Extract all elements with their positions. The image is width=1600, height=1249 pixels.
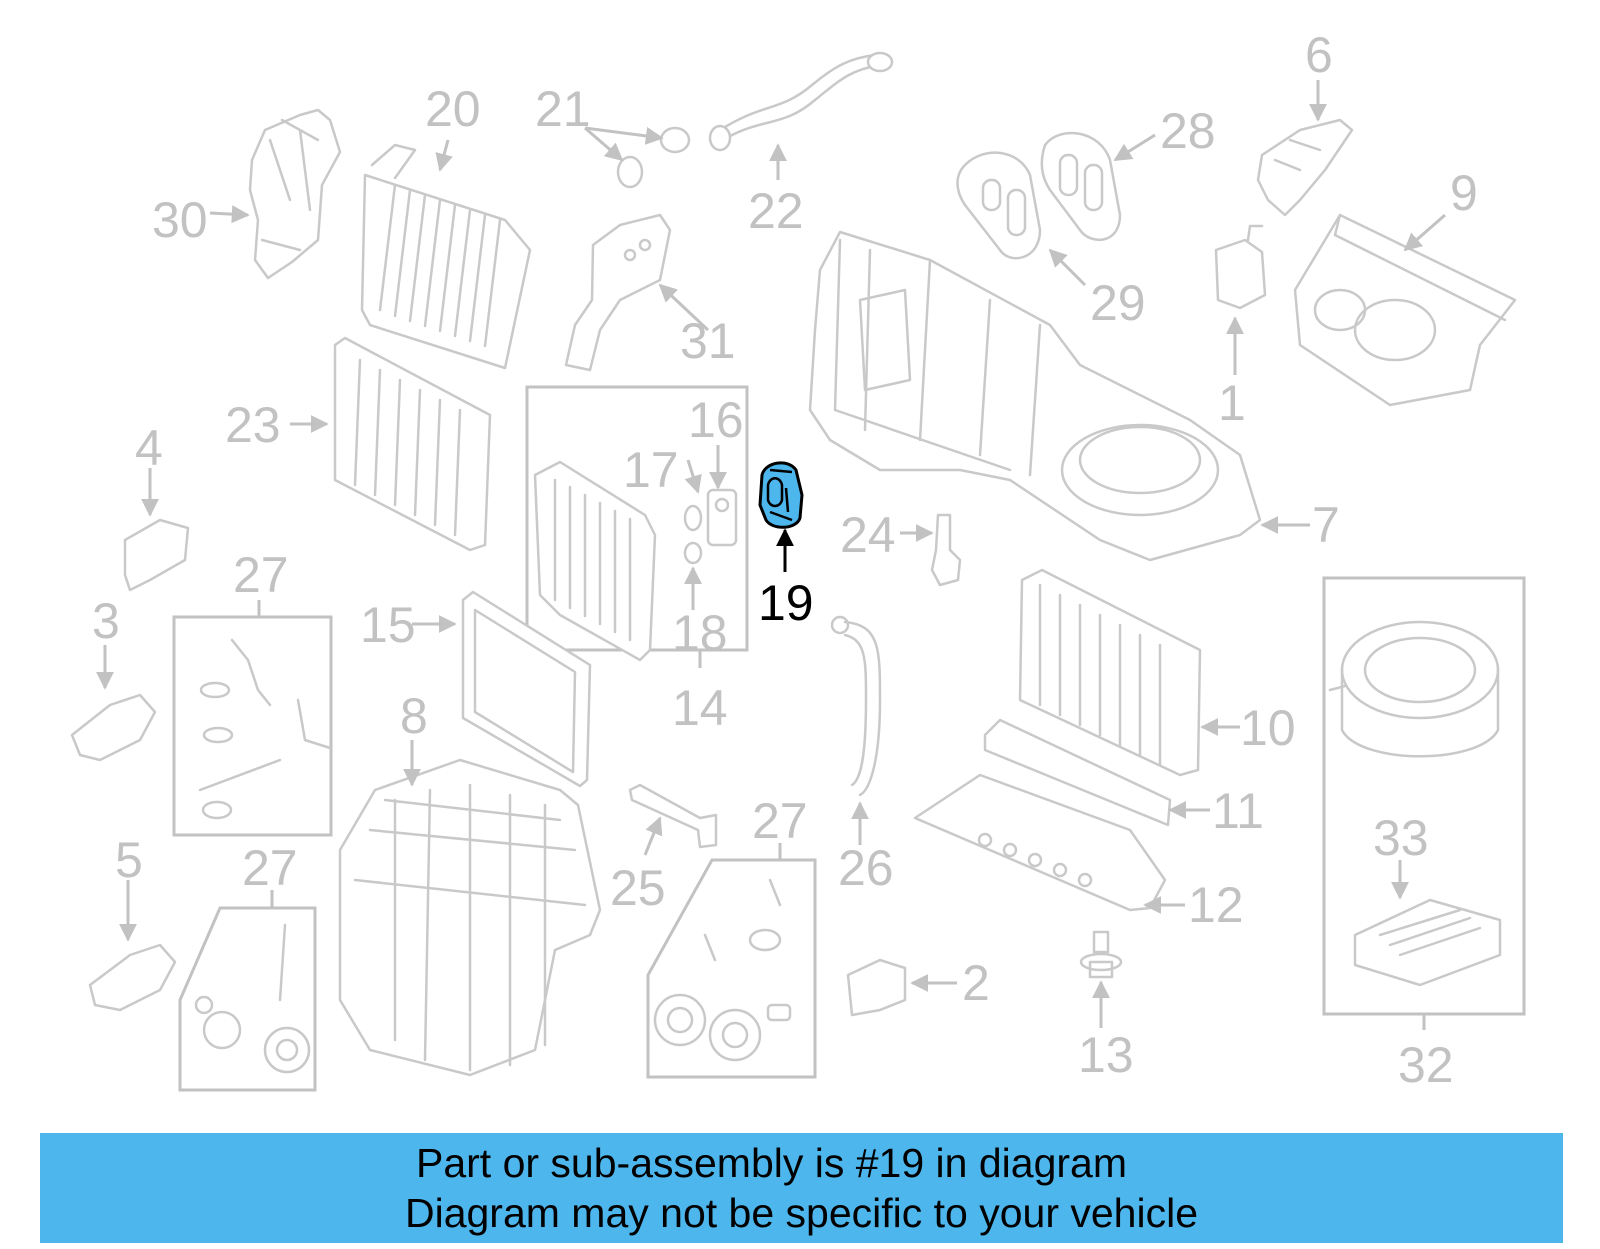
part-3-actuator bbox=[70, 693, 157, 762]
part-19-highlighted-gasket bbox=[758, 461, 804, 529]
callout-14: 14 bbox=[672, 680, 728, 736]
callout-28: 28 bbox=[1160, 103, 1216, 159]
callout-33: 33 bbox=[1373, 810, 1429, 866]
callout-22: 22 bbox=[748, 183, 804, 239]
part-29-gasket bbox=[956, 151, 1042, 260]
part-28-gasket bbox=[1040, 131, 1122, 242]
part-22-pipe bbox=[708, 51, 894, 152]
part-25-sensor bbox=[628, 783, 718, 849]
part-15-filter bbox=[461, 590, 592, 788]
info-banner: Part or sub-assembly is #19 in diagram D… bbox=[40, 1133, 1563, 1243]
callout-7: 7 bbox=[1312, 497, 1340, 553]
part-30-actuator bbox=[248, 108, 342, 280]
banner-line-2: Diagram may not be specific to your vehi… bbox=[404, 1190, 1198, 1236]
callout-8: 8 bbox=[400, 688, 428, 744]
callout-11: 11 bbox=[1212, 783, 1264, 839]
frame-group-27-c bbox=[646, 858, 817, 1079]
callout-27-b: 27 bbox=[242, 840, 298, 896]
part-12-panel bbox=[913, 773, 1167, 912]
callout-19: 19 bbox=[758, 575, 814, 631]
part-26-hose bbox=[830, 615, 882, 797]
frame-group-27-a bbox=[172, 615, 333, 837]
callout-9: 9 bbox=[1450, 165, 1478, 221]
banner-line-1: Part or sub-assembly is #19 in diagram bbox=[416, 1140, 1127, 1186]
part-20-heater-core bbox=[360, 143, 532, 370]
part-5-actuator bbox=[88, 943, 177, 1012]
callout-23: 23 bbox=[225, 397, 281, 453]
callout-3: 3 bbox=[92, 593, 120, 649]
part-6-actuator bbox=[1256, 118, 1354, 217]
callout-5: 5 bbox=[115, 832, 143, 888]
callout-24: 24 bbox=[840, 507, 896, 563]
callout-2: 2 bbox=[962, 955, 990, 1011]
part-4-actuator bbox=[123, 518, 190, 592]
callout-27-c: 27 bbox=[752, 793, 808, 849]
callout-12: 12 bbox=[1188, 877, 1244, 933]
callout-32: 32 bbox=[1398, 1037, 1454, 1093]
callout-1: 1 bbox=[1218, 375, 1246, 431]
part-10-cabin-filter bbox=[1018, 568, 1202, 777]
callout-15: 15 bbox=[360, 597, 416, 653]
part-32-blower-motor bbox=[1328, 620, 1500, 758]
part-13-fastener bbox=[1079, 930, 1123, 979]
callout-16: 16 bbox=[688, 392, 744, 448]
callout-18: 18 bbox=[672, 605, 728, 661]
callout-13: 13 bbox=[1078, 1027, 1134, 1083]
callout-26: 26 bbox=[838, 840, 894, 896]
part-2-actuator bbox=[846, 958, 907, 1017]
part-7-hvac-housing bbox=[808, 230, 1262, 562]
group-27-c-parts bbox=[653, 878, 792, 1062]
callout-6: 6 bbox=[1305, 27, 1333, 83]
group-27-a-parts bbox=[198, 638, 332, 820]
part-8-housing bbox=[338, 758, 602, 1077]
callout-27-a: 27 bbox=[233, 547, 289, 603]
part-16-expansion-valve bbox=[706, 488, 738, 547]
part-9-blower-housing bbox=[1293, 213, 1517, 407]
part-21-clips bbox=[616, 126, 691, 189]
callout-4: 4 bbox=[135, 420, 163, 476]
part-14-evaporator bbox=[533, 460, 657, 662]
callout-30: 30 bbox=[152, 192, 208, 248]
callout-25: 25 bbox=[610, 860, 666, 916]
callout-10: 10 bbox=[1240, 700, 1296, 756]
part-23-core bbox=[333, 336, 492, 552]
part-31-bracket bbox=[564, 213, 672, 372]
callout-21: 21 bbox=[535, 81, 591, 137]
frame-group-27-b bbox=[178, 906, 317, 1092]
part-17-18-orings bbox=[683, 504, 703, 565]
callout-29: 29 bbox=[1090, 275, 1146, 331]
callout-20: 20 bbox=[425, 81, 481, 137]
group-27-b-parts bbox=[194, 923, 311, 1074]
part-33-resistor bbox=[1353, 898, 1502, 987]
callout-31: 31 bbox=[680, 313, 736, 369]
part-1-actuator bbox=[1214, 224, 1267, 310]
callout-17: 17 bbox=[623, 442, 679, 498]
part-24-sensor bbox=[930, 513, 962, 587]
parts-diagram: 1 2 3 4 5 6 7 8 9 10 11 12 13 14 15 16 1… bbox=[70, 27, 1526, 1093]
